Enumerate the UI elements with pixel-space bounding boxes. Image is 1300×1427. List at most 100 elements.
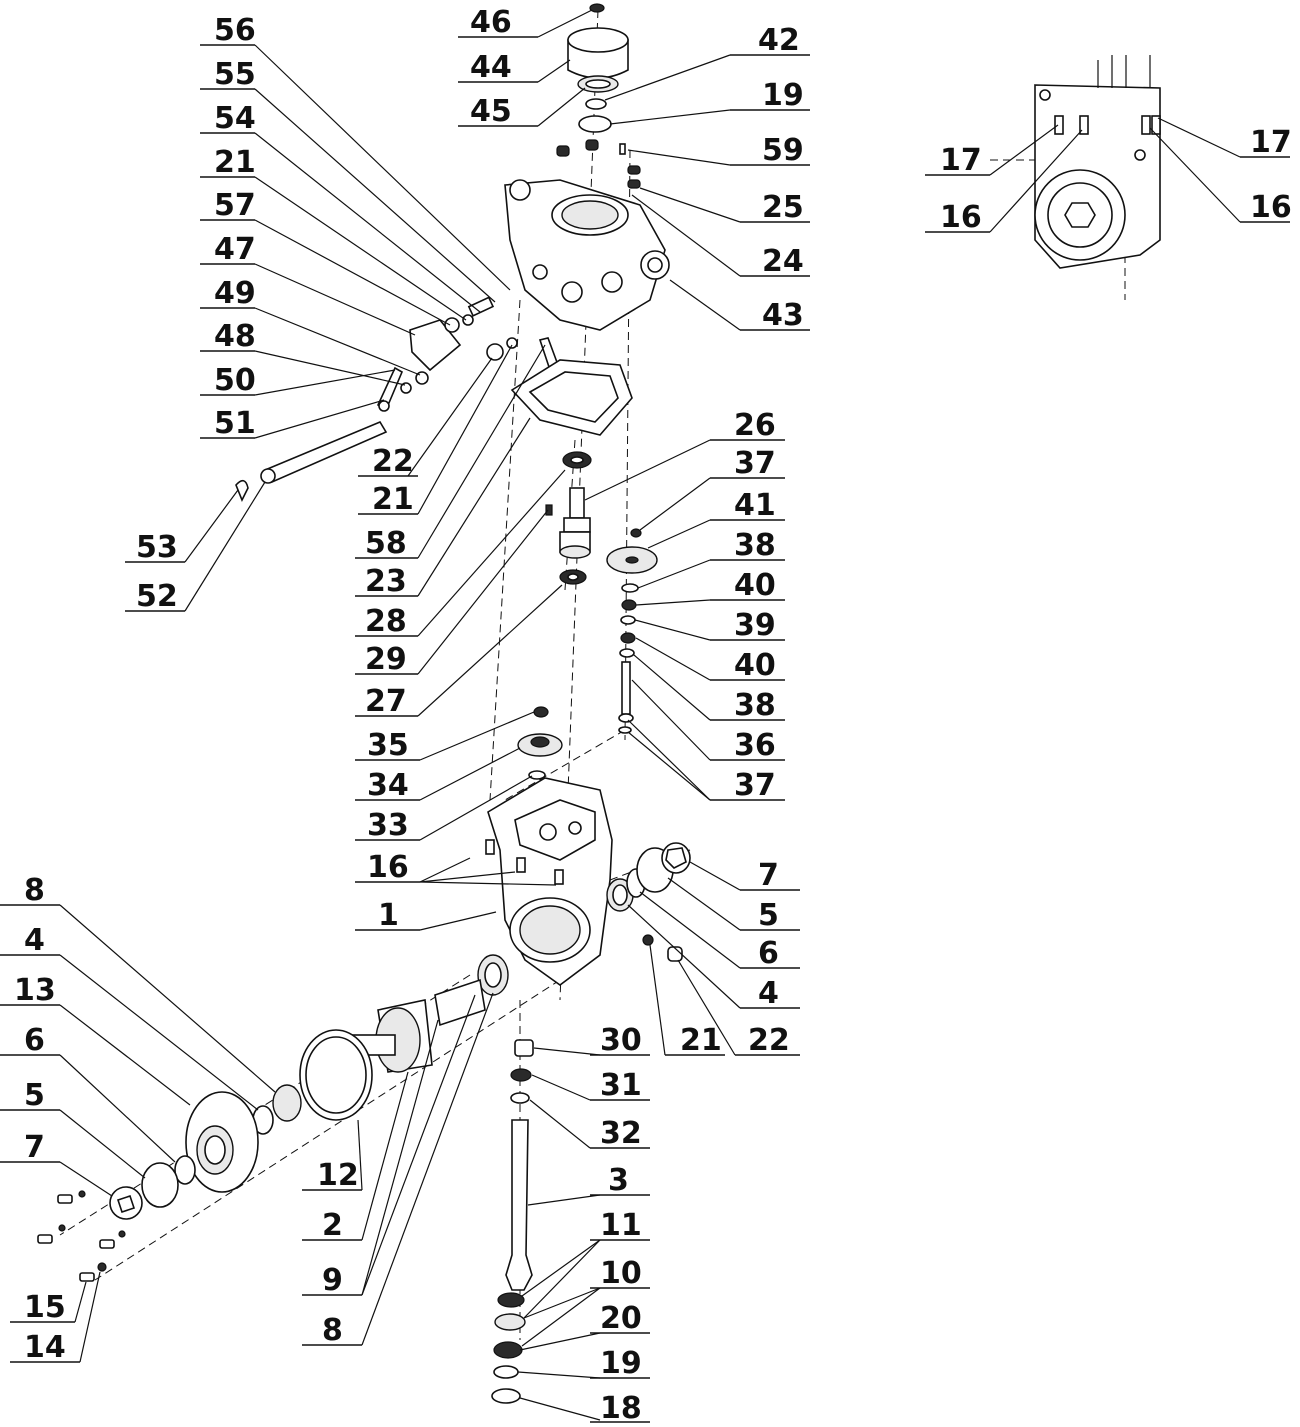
svg-text:38: 38 <box>734 528 776 563</box>
svg-text:25: 25 <box>762 190 804 225</box>
svg-text:46: 46 <box>470 5 512 40</box>
callout-24: 24 <box>740 244 810 279</box>
callout-8-bottom: 8 <box>302 1313 362 1348</box>
svg-text:4: 4 <box>24 923 45 958</box>
svg-text:56: 56 <box>214 13 256 48</box>
svg-text:45: 45 <box>470 94 512 129</box>
svg-text:22: 22 <box>372 444 414 479</box>
inset-detail-view <box>1034 55 1161 269</box>
callout-7-right: 7 <box>740 858 800 893</box>
svg-text:50: 50 <box>214 363 256 398</box>
svg-text:17: 17 <box>1250 125 1292 160</box>
callout-11: 11 <box>590 1208 650 1243</box>
callout-47: 47 <box>200 232 256 267</box>
svg-text:37: 37 <box>734 446 776 481</box>
callout-10: 10 <box>590 1256 650 1291</box>
callout-28: 28 <box>355 604 418 639</box>
callout-48: 48 <box>200 319 256 354</box>
callout-17-inset-right: 17 <box>1240 125 1292 160</box>
svg-text:18: 18 <box>600 1391 642 1426</box>
callout-40-top: 40 <box>710 568 785 603</box>
callout-57: 57 <box>200 188 256 223</box>
svg-text:5: 5 <box>758 898 779 933</box>
callout-3: 3 <box>590 1163 650 1198</box>
svg-text:17: 17 <box>940 143 982 178</box>
part-rod-52 <box>235 420 388 502</box>
callout-4-right: 4 <box>740 976 800 1011</box>
svg-text:48: 48 <box>214 319 256 354</box>
svg-text:29: 29 <box>365 642 407 677</box>
svg-text:32: 32 <box>600 1116 642 1151</box>
svg-text:16: 16 <box>940 200 982 235</box>
callout-16-inset-right: 16 <box>1240 190 1292 225</box>
svg-text:51: 51 <box>214 406 256 441</box>
svg-text:36: 36 <box>734 728 776 763</box>
svg-text:53: 53 <box>136 530 178 565</box>
leader-lines <box>59 9 1241 1421</box>
callout-51: 51 <box>200 406 256 441</box>
callout-12: 12 <box>302 1158 362 1193</box>
svg-text:19: 19 <box>762 78 804 113</box>
callout-35: 35 <box>355 728 420 763</box>
svg-text:21: 21 <box>214 145 256 180</box>
callout-31: 31 <box>590 1068 650 1103</box>
svg-text:38: 38 <box>734 688 776 723</box>
callout-7-left: 7 <box>0 1130 60 1165</box>
callout-59: 59 <box>730 133 810 168</box>
svg-text:5: 5 <box>24 1078 45 1113</box>
callout-16-mid: 16 <box>355 850 420 885</box>
callout-13: 13 <box>0 973 60 1008</box>
svg-text:8: 8 <box>322 1313 343 1348</box>
callout-50: 50 <box>200 363 256 398</box>
svg-text:42: 42 <box>758 23 800 58</box>
part-gasket-23 <box>510 359 633 436</box>
svg-text:35: 35 <box>367 728 409 763</box>
callout-34: 34 <box>355 768 420 803</box>
svg-text:31: 31 <box>600 1068 642 1103</box>
callout-14: 14 <box>10 1330 80 1365</box>
svg-text:37: 37 <box>734 768 776 803</box>
part-upper-housing-43 <box>504 179 670 331</box>
callout-29: 29 <box>355 642 418 677</box>
svg-text:27: 27 <box>365 684 407 719</box>
svg-text:3: 3 <box>608 1163 629 1198</box>
callout-9: 9 <box>302 1263 362 1298</box>
callout-40-bottom: 40 <box>710 648 785 683</box>
callout-38-top: 38 <box>710 528 785 563</box>
part-screws-14-15 <box>37 1190 126 1282</box>
svg-text:6: 6 <box>758 936 779 971</box>
callout-58: 58 <box>355 526 418 561</box>
callout-22-mid: 22 <box>358 444 418 479</box>
callout-21-top: 21 <box>200 145 256 180</box>
svg-text:44: 44 <box>470 50 512 85</box>
callout-26: 26 <box>710 408 785 443</box>
svg-text:47: 47 <box>214 232 256 267</box>
svg-text:19: 19 <box>600 1346 642 1381</box>
callout-43: 43 <box>740 298 810 333</box>
callout-27: 27 <box>355 684 418 719</box>
svg-text:16: 16 <box>1250 190 1292 225</box>
callout-55: 55 <box>200 57 256 92</box>
callout-4-left: 4 <box>0 923 60 958</box>
svg-text:15: 15 <box>24 1290 66 1325</box>
svg-text:49: 49 <box>214 276 256 311</box>
svg-text:11: 11 <box>600 1208 642 1243</box>
callout-56: 56 <box>200 13 256 48</box>
svg-text:9: 9 <box>322 1263 343 1298</box>
svg-text:4: 4 <box>758 976 779 1011</box>
callout-6-right: 6 <box>740 936 800 971</box>
svg-text:55: 55 <box>214 57 256 92</box>
part-gear-shaft-2 <box>252 954 509 1135</box>
callout-6-left: 6 <box>0 1023 60 1058</box>
svg-text:13: 13 <box>14 973 56 1008</box>
part-lever-assembly <box>376 296 559 412</box>
callout-22-right: 22 <box>735 1023 800 1058</box>
callout-33: 33 <box>355 808 420 843</box>
callout-36: 36 <box>710 728 785 763</box>
svg-text:33: 33 <box>367 808 409 843</box>
svg-text:6: 6 <box>24 1023 45 1058</box>
callout-25: 25 <box>740 190 810 225</box>
svg-text:58: 58 <box>365 526 407 561</box>
callout-1: 1 <box>355 898 420 933</box>
svg-text:26: 26 <box>734 408 776 443</box>
